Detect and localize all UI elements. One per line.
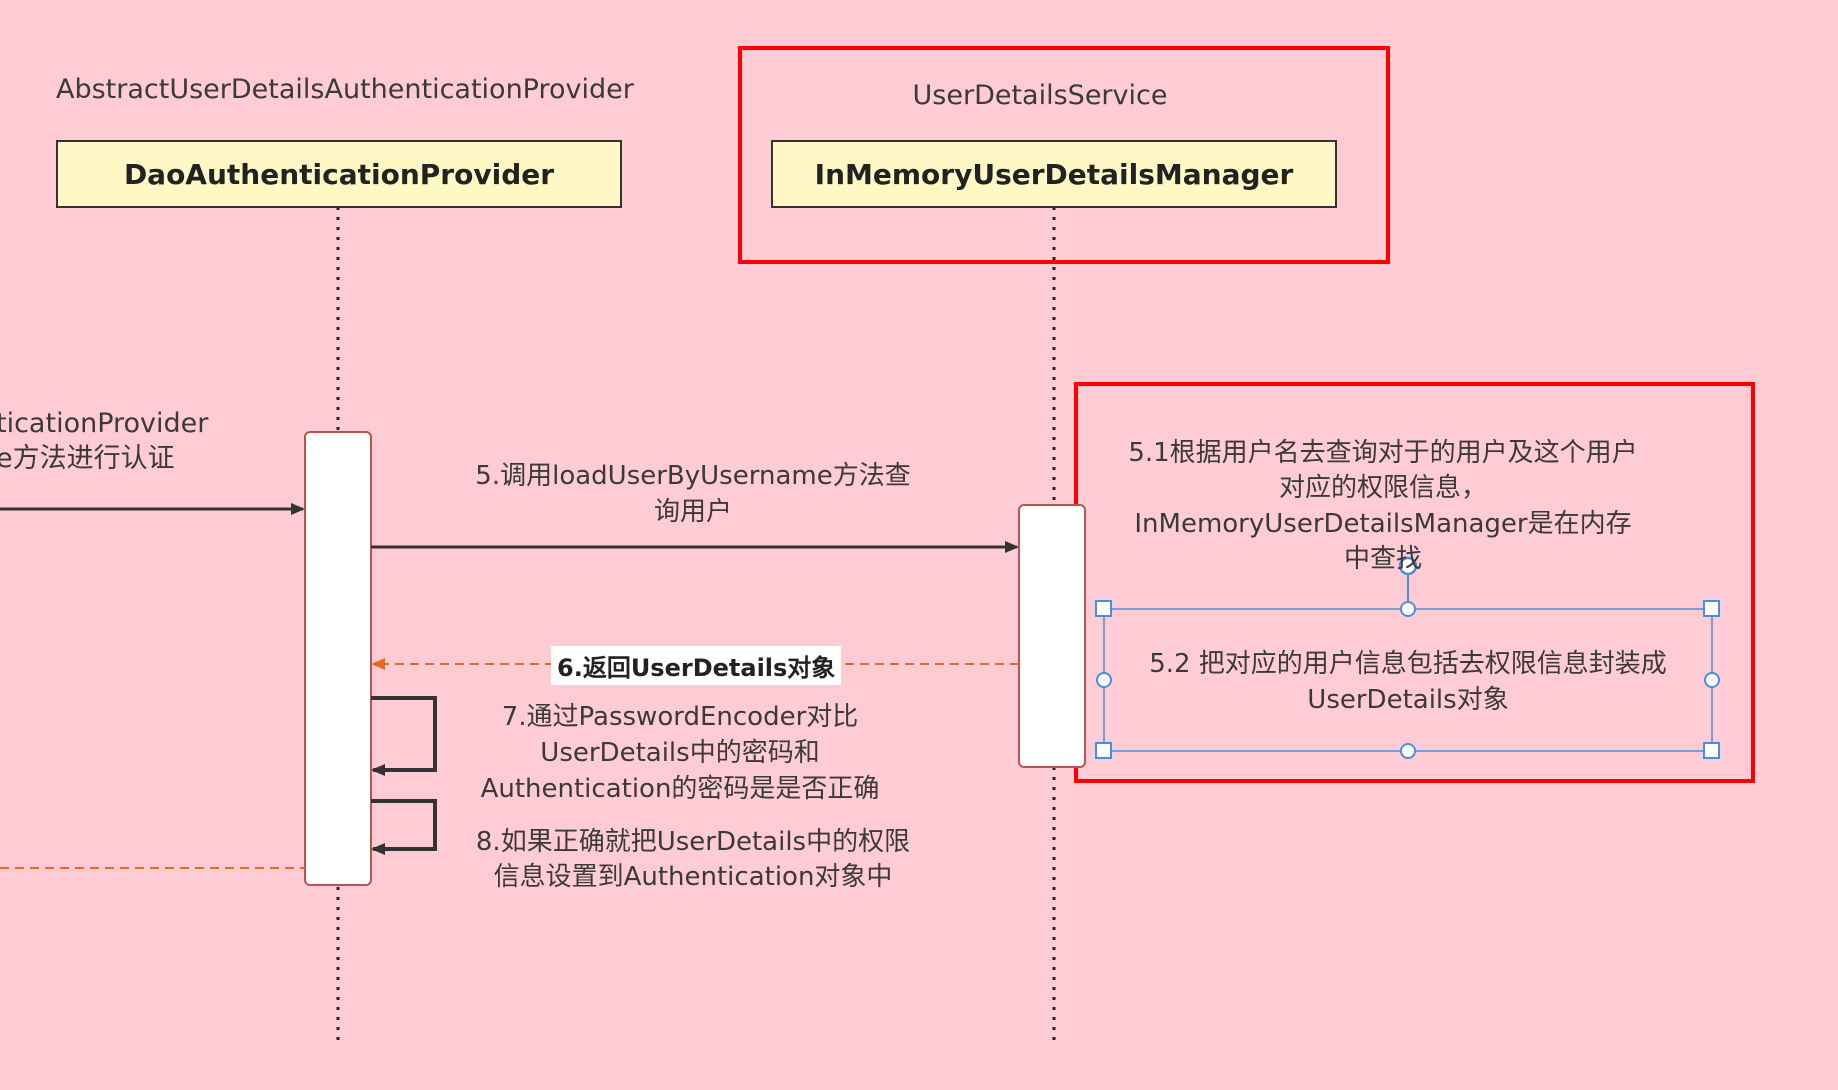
resize-handle-left[interactable]: [1096, 672, 1112, 688]
resize-handle-top-left[interactable]: [1095, 600, 1112, 617]
resize-handle-bottom-right[interactable]: [1703, 742, 1720, 759]
step5-label-line2: 询用户: [653, 497, 733, 527]
step8-self-call-arrow[interactable]: [371, 799, 437, 855]
incoming-call-label-line1: ticationProvider: [0, 408, 209, 439]
participant-box-dao-provider[interactable]: [56, 140, 622, 208]
step7-self-call-arrow[interactable]: [371, 696, 437, 776]
resize-handle-right[interactable]: [1704, 672, 1720, 688]
resize-handle-top[interactable]: [1400, 601, 1416, 617]
participant-label-dao-provider: DaoAuthenticationProvider: [123, 157, 555, 191]
note-5-1-line2: 对应的权限信息，: [1278, 473, 1488, 503]
participant-box-inmemory-manager[interactable]: [771, 140, 1337, 208]
step8-label-line1: 8.如果正确就把UserDetails中的权限: [475, 827, 911, 857]
note-5-1-line3: InMemoryUserDetailsManager是在内存: [1134, 509, 1632, 539]
resize-handle-bottom-left[interactable]: [1095, 742, 1112, 759]
selected-note-frame[interactable]: [1095, 556, 1720, 759]
rotate-handle[interactable]: [1398, 556, 1418, 576]
interface-label-abstract-provider: AbstractUserDetailsAuthenticationProvide…: [56, 74, 634, 105]
activation-bar-dao-provider[interactable]: [304, 431, 372, 886]
step8-label-line2: 信息设置到Authentication对象中: [493, 862, 893, 892]
step7-label-line1: 7.通过PasswordEncoder对比: [501, 702, 859, 732]
participant-label-inmemory-manager: InMemoryUserDetailsManager: [814, 157, 1294, 191]
resize-handle-bottom[interactable]: [1400, 743, 1416, 759]
activation-bar-inmemory-manager[interactable]: [1018, 504, 1086, 768]
highlight-box-userdetailsservice: [738, 46, 1390, 264]
note-5-2-line2[interactable]: UserDetails对象: [1307, 685, 1509, 715]
note-5-1-line4: 中查找: [1343, 544, 1423, 574]
note-5-1-line1: 5.1根据用户名去查询对于的用户及这个用户: [1128, 438, 1638, 468]
step7-label-line3: Authentication的密码是是否正确: [480, 774, 880, 804]
step7-label-line2: UserDetails中的密码和: [540, 738, 820, 768]
step5-label-line1: 5.调用loadUserByUsername方法查: [475, 461, 911, 491]
step6-return-label: 6.返回UserDetails对象: [551, 646, 842, 685]
interface-label-userdetailsservice: UserDetailsService: [912, 80, 1168, 111]
resize-handle-top-right[interactable]: [1703, 600, 1720, 617]
note-5-2-line1[interactable]: 5.2 把对应的用户信息包括去权限信息封装成: [1149, 649, 1667, 679]
incoming-call-label-line2: e方法进行认证: [0, 443, 175, 474]
